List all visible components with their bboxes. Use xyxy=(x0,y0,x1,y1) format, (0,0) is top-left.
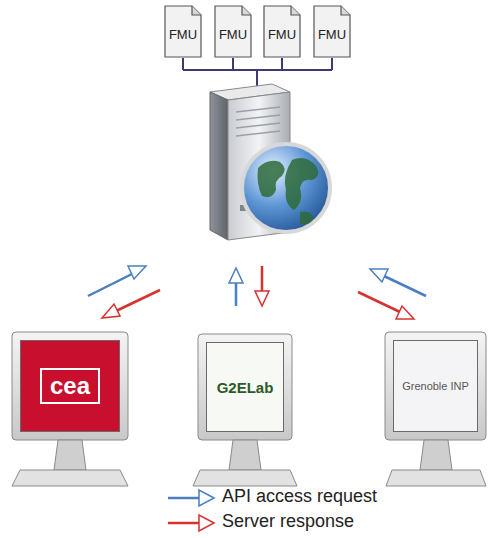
file-label: FMU xyxy=(169,27,197,42)
screen-logo: G2ELab xyxy=(206,342,284,432)
legend-text: API access request xyxy=(222,486,377,507)
screen-logo: cea xyxy=(20,340,120,432)
flow-arrows xyxy=(88,266,426,319)
file-label: FMU xyxy=(219,27,247,42)
legend-arrow xyxy=(168,490,214,531)
computer-left xyxy=(12,332,128,486)
computer-right xyxy=(385,332,486,486)
logo-text: G2ELab xyxy=(217,379,274,396)
fmu-file: FMU xyxy=(214,5,252,58)
globe-icon xyxy=(242,144,330,232)
legend-text: Server response xyxy=(222,511,354,532)
fmu-file: FMU xyxy=(313,5,351,58)
file-label: FMU xyxy=(318,27,346,42)
screen-logo: Grenoble INP xyxy=(393,340,478,432)
fmu-file: FMU xyxy=(263,5,301,58)
logo-text: Grenoble INP xyxy=(402,380,469,392)
logo-text: cea xyxy=(40,368,100,404)
fmu-wires xyxy=(183,58,332,86)
fmu-file: FMU xyxy=(164,5,202,58)
file-label: FMU xyxy=(268,27,296,42)
computer-middle xyxy=(193,334,297,486)
